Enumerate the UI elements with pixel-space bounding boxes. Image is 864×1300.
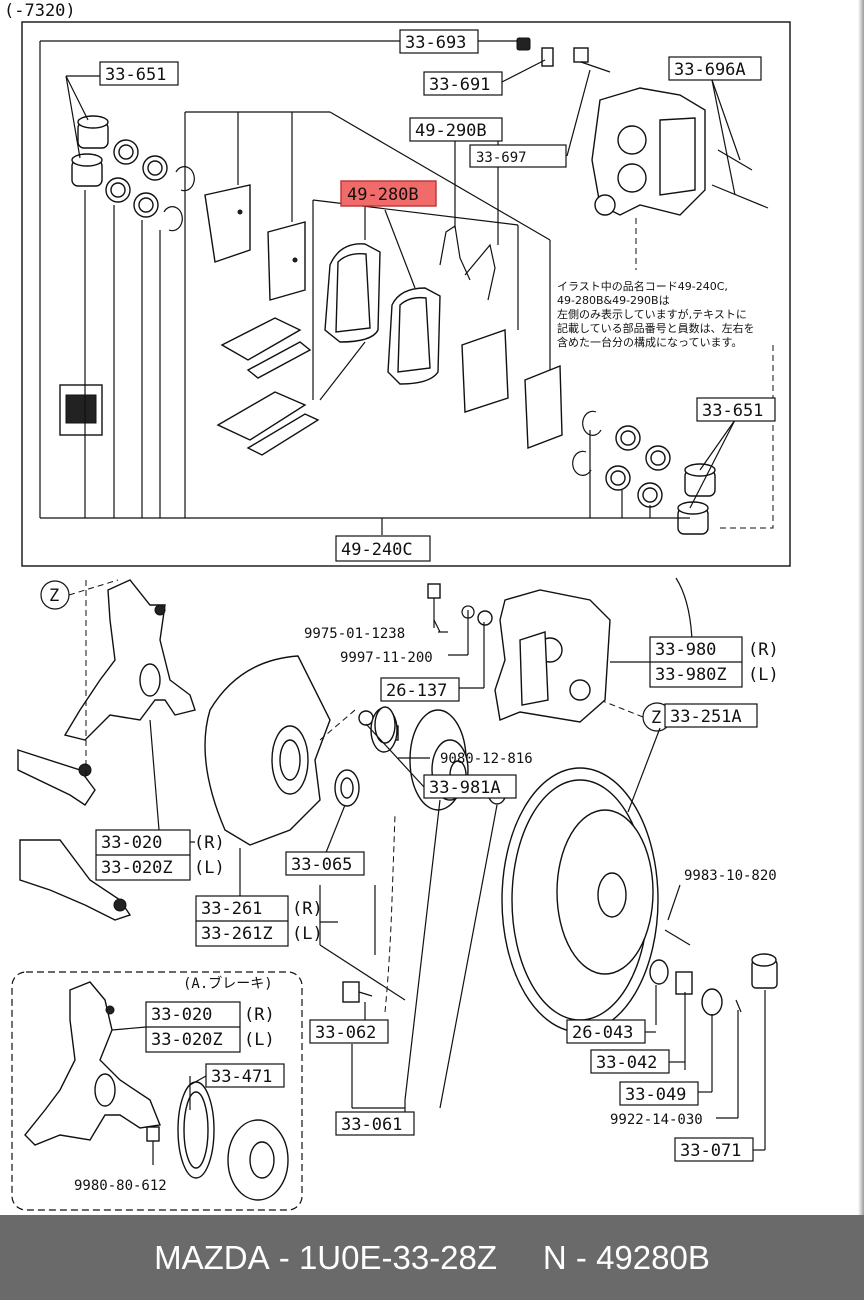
footer-n-code: 49280B bbox=[596, 1238, 710, 1276]
dust-shield-icon bbox=[204, 655, 331, 846]
svg-text:イラスト中の品名コード49-240C,: イラスト中の品名コード49-240C, bbox=[557, 279, 728, 293]
label-33-020-abs: 33-020 bbox=[151, 1005, 212, 1025]
label-z-left: Z bbox=[49, 586, 59, 606]
seal-ring-icon bbox=[105, 139, 168, 218]
label-33-651-top: 33-651 bbox=[105, 65, 166, 85]
svg-text:記載している部品番号と員数は、左右を: 記載している部品番号と員数は、左右を bbox=[557, 321, 755, 335]
anti-rattle-spring-icon bbox=[439, 224, 496, 301]
snap-ring-icon bbox=[163, 166, 195, 232]
footer-part-code: 1U0E-33-28Z bbox=[298, 1238, 498, 1276]
label-26-043: 26-043 bbox=[572, 1023, 633, 1043]
parts-diagram: (-7320) bbox=[4, 1, 791, 1211]
shim-plate-right-icon bbox=[461, 329, 563, 450]
label-33-691: 33-691 bbox=[429, 75, 490, 95]
label-33-071: 33-071 bbox=[680, 1141, 741, 1161]
piston-boot-right-icon bbox=[677, 463, 716, 535]
label-9975-01-1238: 9975-01-1238 bbox=[304, 626, 405, 642]
label-9997-11-200: 9997-11-200 bbox=[340, 650, 433, 666]
kit-frame bbox=[21, 21, 791, 567]
seal-ring-right-icon bbox=[572, 410, 671, 508]
label-33-020-abs-side-l: (L) bbox=[244, 1030, 275, 1050]
label-33-020-side-r: (R) bbox=[194, 833, 225, 853]
footer-brand: MAZDA bbox=[154, 1238, 270, 1276]
label-33-980z: 33-980Z bbox=[655, 665, 727, 685]
piston-boot-icon bbox=[71, 115, 109, 187]
label-49-290b: 49-290B bbox=[415, 121, 487, 141]
footer-sep-2: - bbox=[566, 1238, 597, 1276]
label-33-065: 33-065 bbox=[291, 855, 352, 875]
lug-nut-icon bbox=[649, 929, 742, 1016]
label-49-280b[interactable]: 49-280B bbox=[347, 185, 419, 205]
highlight-box bbox=[340, 180, 437, 207]
label-33-261-side-r: (R) bbox=[292, 899, 323, 919]
label-33-651-right: 33-651 bbox=[702, 401, 763, 421]
caliper-lower-icon bbox=[494, 589, 611, 723]
label-33-020: 33-020 bbox=[101, 833, 162, 853]
footer-gap bbox=[497, 1239, 543, 1277]
svg-text:含めた一台分の構成になっています。: 含めた一台分の構成になっています。 bbox=[557, 335, 742, 349]
abs-title: (A.ブレーキ) bbox=[183, 975, 273, 992]
lower-arm-icon bbox=[17, 749, 132, 921]
label-33-693: 33-693 bbox=[405, 33, 466, 53]
footer-n-label: N bbox=[542, 1238, 567, 1276]
pad-spring-icon bbox=[216, 317, 320, 456]
label-33-980-side-l: (L) bbox=[748, 665, 779, 685]
caliper-bolt-icon bbox=[573, 47, 769, 209]
label-33-471: 33-471 bbox=[211, 1067, 272, 1087]
abs-knuckle-icon bbox=[24, 981, 161, 1146]
label-33-696a: 33-696A bbox=[674, 60, 746, 80]
label-26-137: 26-137 bbox=[386, 681, 447, 701]
label-33-980-side-r: (R) bbox=[748, 640, 779, 660]
label-9080-12-816: 9080-12-816 bbox=[440, 751, 533, 767]
label-33-980: 33-980 bbox=[655, 640, 716, 660]
page-edge-shadow bbox=[858, 0, 864, 1215]
label-9980-80-612: 9980-80-612 bbox=[74, 1178, 167, 1194]
footer-sep-1: - bbox=[269, 1238, 299, 1276]
svg-text:49-280B&49-290Bは: 49-280B&49-290Bは bbox=[557, 294, 670, 307]
label-33-261-side-l: (L) bbox=[292, 924, 323, 944]
label-33-062: 33-062 bbox=[315, 1023, 376, 1043]
hub-bolt-icon bbox=[342, 981, 373, 1003]
shim-plate-icon bbox=[204, 184, 306, 301]
label-33-061: 33-061 bbox=[341, 1115, 402, 1135]
label-33-251a: 33-251A bbox=[670, 707, 742, 727]
label-33-697: 33-697 bbox=[476, 150, 527, 166]
label-9983-10-820: 9983-10-820 bbox=[684, 868, 777, 884]
label-49-240c: 49-240C bbox=[341, 540, 413, 560]
hub-cap-icon bbox=[751, 953, 778, 989]
bleeder-cap-icon bbox=[516, 37, 554, 67]
label-9922-14-030: 9922-14-030 bbox=[610, 1112, 703, 1128]
grease-pack-icon bbox=[59, 384, 103, 436]
label-33-020z: 33-020Z bbox=[101, 858, 173, 878]
label-33-049: 33-049 bbox=[625, 1085, 686, 1105]
footer-bar: MAZDA - 1U0E-33-28Z N - 49280B bbox=[0, 1215, 864, 1300]
caliper-assembly-icon bbox=[591, 87, 706, 216]
abs-sensor-ring-icon bbox=[177, 1081, 289, 1201]
abs-bolt-icon bbox=[146, 1126, 160, 1142]
label-33-042: 33-042 bbox=[596, 1053, 657, 1073]
label-z-right: Z bbox=[651, 708, 661, 728]
label-33-261z: 33-261Z bbox=[201, 924, 273, 944]
label-33-020-side-l: (L) bbox=[194, 858, 225, 878]
bearing-icon bbox=[374, 706, 396, 744]
brake-rotor-icon bbox=[501, 767, 659, 1033]
range-label: (-7320) bbox=[4, 1, 76, 21]
abs-inset-frame bbox=[11, 971, 303, 1211]
label-33-981a: 33-981A bbox=[429, 778, 501, 798]
brake-pad-icon bbox=[324, 243, 441, 385]
steering-knuckle-icon bbox=[63, 579, 196, 741]
svg-text:左側のみ表示していますが,テキストに: 左側のみ表示していますが,テキストに bbox=[557, 307, 747, 321]
label-33-020z-abs: 33-020Z bbox=[151, 1030, 223, 1050]
label-33-020-abs-side-r: (R) bbox=[244, 1005, 275, 1025]
label-33-261: 33-261 bbox=[201, 899, 262, 919]
note-text: イラスト中の品名コード49-240C, 49-280B&49-290Bは 左側の… bbox=[557, 279, 755, 349]
